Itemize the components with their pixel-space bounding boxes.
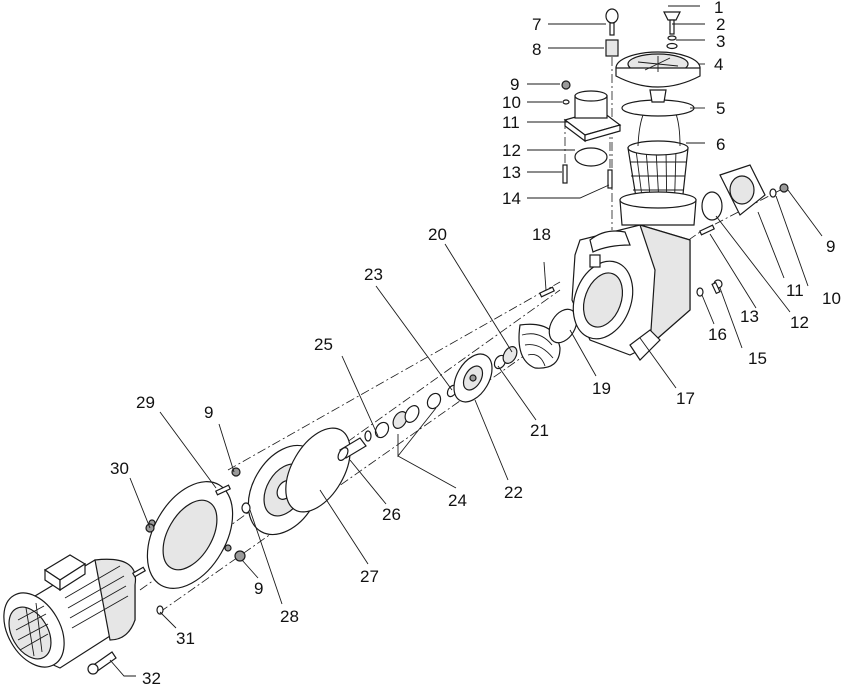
callout-11-right: 11 <box>786 281 804 300</box>
callout-9-top: 9 <box>510 75 519 94</box>
impeller-oring <box>548 308 578 344</box>
callout-29: 29 <box>136 393 155 412</box>
drain-plug <box>696 279 723 297</box>
callout-26: 26 <box>382 505 401 524</box>
callout-23: 23 <box>364 265 383 284</box>
mechanical-seal <box>364 384 458 442</box>
callout-7: 7 <box>532 15 541 34</box>
callout-25: 25 <box>314 335 333 354</box>
fasteners <box>87 286 555 675</box>
callout-9-mid: 9 <box>204 403 213 422</box>
callout-22: 22 <box>504 483 523 502</box>
suction-union <box>561 80 622 189</box>
callout-13-right: 13 <box>740 307 759 326</box>
callout-8: 8 <box>532 40 541 59</box>
callout-28: 28 <box>280 607 299 626</box>
callout-31: 31 <box>176 629 195 648</box>
callout-9-right: 9 <box>826 237 835 256</box>
assembly-axes <box>139 40 791 613</box>
diffuser <box>453 353 493 403</box>
callout-4: 4 <box>714 55 723 74</box>
callout-18: 18 <box>532 225 551 244</box>
callout-11-top: 11 <box>502 113 520 132</box>
strainer-lid <box>615 51 701 103</box>
callout-24: 24 <box>448 491 467 510</box>
callout-17: 17 <box>676 389 695 408</box>
callout-30: 30 <box>110 459 129 478</box>
callout-10-top: 10 <box>502 93 521 112</box>
callout-21: 21 <box>530 421 549 440</box>
housing-gasket <box>285 427 351 513</box>
callout-labels: 1 2 3 4 5 6 7 8 9 10 11 12 13 14 9 10 11… <box>110 0 841 688</box>
lid-knob-hardware <box>663 11 681 50</box>
callout-19: 19 <box>592 379 611 398</box>
callout-3: 3 <box>716 32 725 51</box>
shaft-sleeve <box>337 437 367 461</box>
callout-10-right: 10 <box>822 289 841 308</box>
callout-6: 6 <box>716 135 725 154</box>
lifting-eye <box>605 8 619 57</box>
pump-housing <box>571 224 691 361</box>
strainer-basket <box>619 99 697 226</box>
motor-adapter-flange <box>146 481 234 589</box>
callout-13-top: 13 <box>502 163 521 182</box>
callout-5: 5 <box>716 99 725 118</box>
callout-2: 2 <box>716 15 725 34</box>
callout-15: 15 <box>748 349 767 368</box>
motor <box>3 554 137 669</box>
leader-lines <box>109 5 823 677</box>
callout-12-top: 12 <box>502 141 521 160</box>
callout-14: 14 <box>502 189 521 208</box>
callout-12-right: 12 <box>790 313 809 332</box>
callout-20: 20 <box>428 225 447 244</box>
callout-27: 27 <box>360 567 379 586</box>
callout-1: 1 <box>714 0 723 17</box>
callout-32: 32 <box>142 669 161 688</box>
callout-16: 16 <box>708 325 727 344</box>
callout-9-bottom: 9 <box>254 579 263 598</box>
discharge-union <box>699 164 789 236</box>
